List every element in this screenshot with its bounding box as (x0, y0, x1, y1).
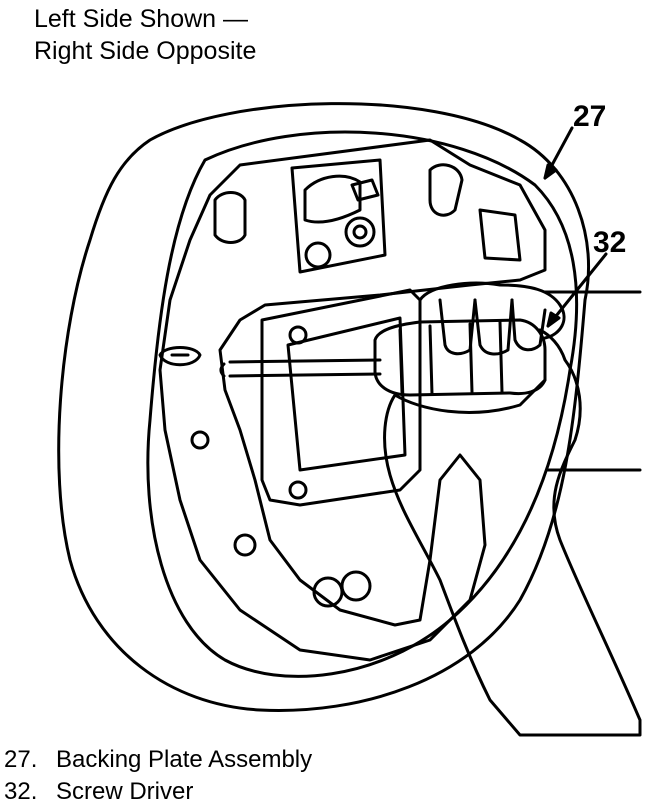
header-line-2: Right Side Opposite (34, 37, 257, 65)
screwdriver-shaft (228, 358, 382, 378)
bolt-left (304, 241, 332, 269)
backing-plate (158, 138, 547, 662)
legend-label: Screw Driver (56, 778, 194, 805)
slot-upper-right (428, 163, 464, 217)
leader-32 (546, 252, 608, 328)
slot-left (158, 346, 202, 367)
legend-label: Backing Plate Assembly (56, 746, 313, 773)
callout-32: 32 (593, 226, 627, 259)
header-line-1: Left Side Shown — (34, 5, 249, 33)
legend-item: 27. Backing Plate Assembly (4, 746, 312, 774)
top-bracket (290, 158, 387, 274)
hand (383, 328, 642, 737)
adjuster-window (260, 288, 422, 507)
hole-lower-2 (340, 570, 372, 602)
drum-outer-rim (57, 102, 591, 712)
bolt-upper (344, 216, 376, 248)
legend-number: 27. (4, 746, 38, 773)
callout-27: 27 (573, 100, 607, 133)
legend-item: 32. Screw Driver (4, 778, 193, 806)
legend-number: 32. (4, 778, 38, 805)
slot-top (213, 191, 247, 244)
